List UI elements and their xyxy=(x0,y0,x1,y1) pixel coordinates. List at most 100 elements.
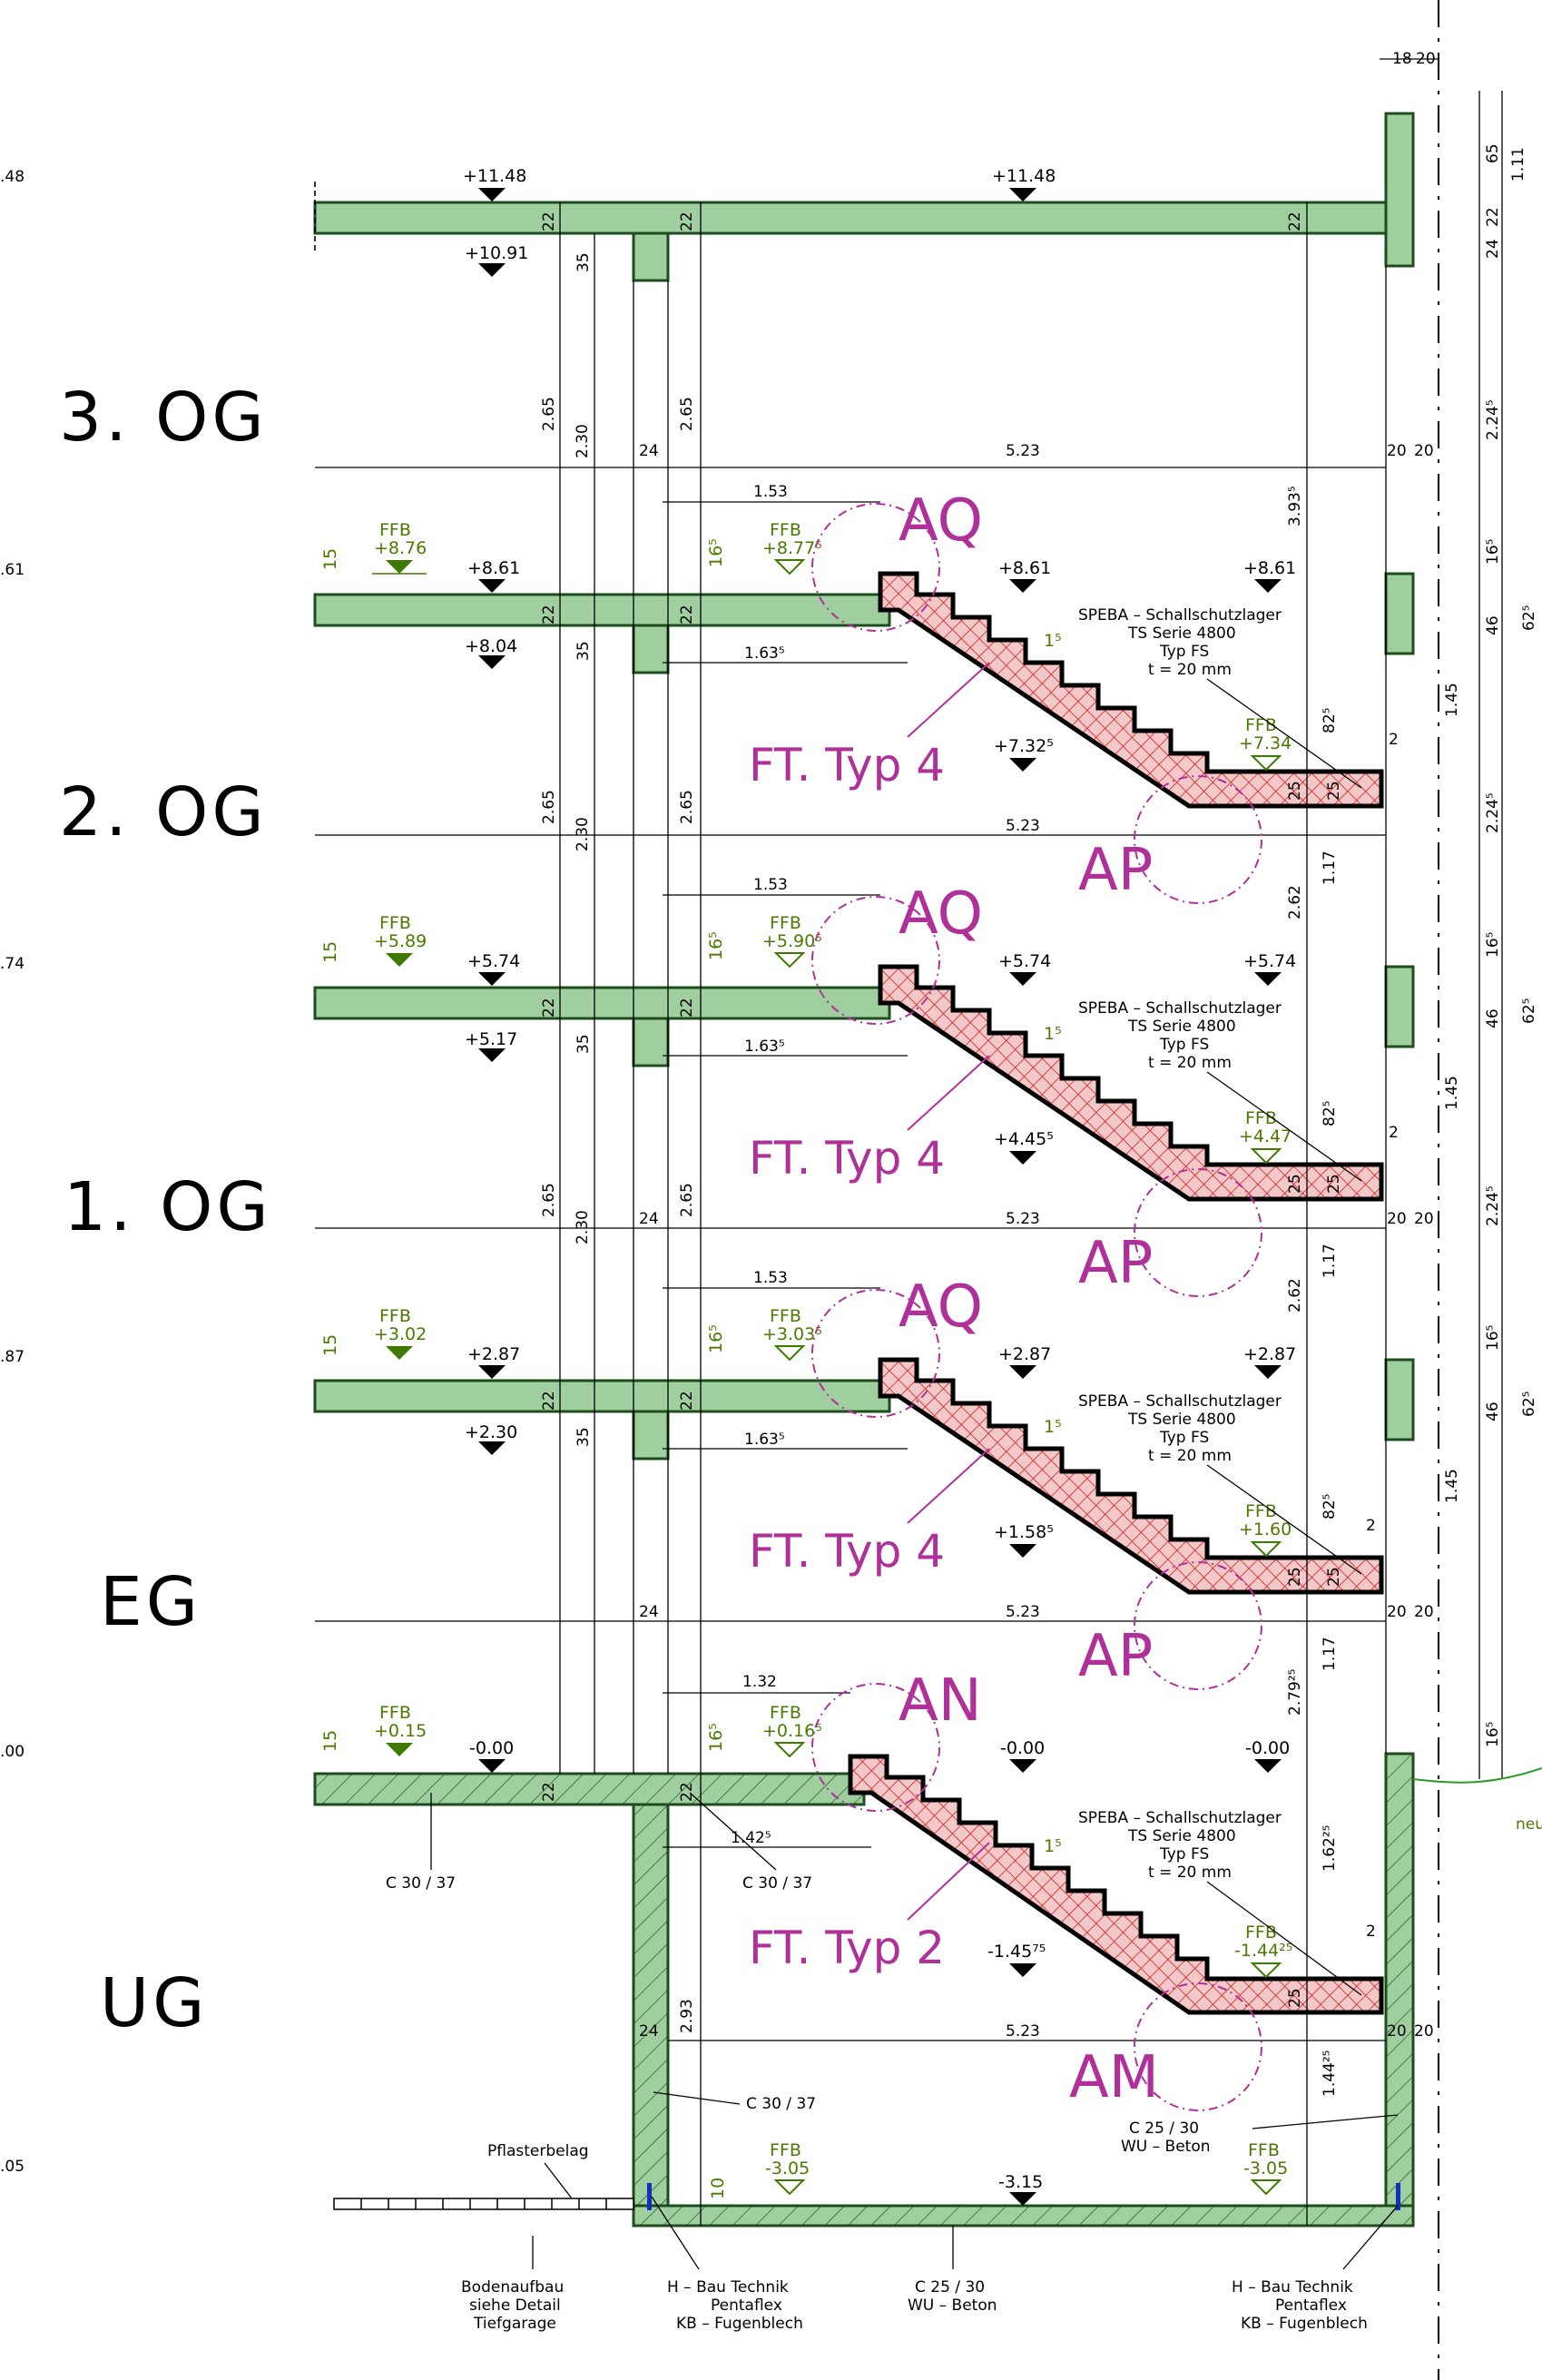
ffb-marker xyxy=(386,1743,413,1756)
roof-slab-dim: 22 xyxy=(1286,211,1304,231)
edge-label: .00 xyxy=(0,1743,25,1761)
right-dim: 1.45 xyxy=(1443,1469,1461,1503)
story-2og: 5.23 5.23 24 20 20 1.53 1.63⁵ 2.65 2.30 … xyxy=(313,397,1538,904)
slab-dim: 22 xyxy=(678,998,696,1018)
joint-note-right: Pentaflex xyxy=(1275,2296,1347,2315)
bearing-note: SPEBA – Schallschutzlager xyxy=(1078,1809,1282,1827)
ffb-marker xyxy=(773,952,806,969)
ffb-left: +8.76 xyxy=(374,538,427,558)
landing-dim: 25 xyxy=(1325,781,1343,801)
floor-screed-dim: 10 xyxy=(708,2178,728,2199)
ffb-label: FFB xyxy=(1245,1923,1277,1942)
level-below: +8.04 xyxy=(465,636,517,656)
roof-parapet xyxy=(1384,112,1415,268)
edge-label: .87 xyxy=(0,1348,25,1366)
floor-label-3og: 3. OG xyxy=(59,379,268,457)
level-a: +8.61 xyxy=(467,558,520,578)
basement-floor xyxy=(632,2204,1415,2228)
type-leader xyxy=(907,1055,990,1131)
col-height: 2.65 xyxy=(678,790,696,824)
ffb-label: FFB xyxy=(379,1306,411,1326)
ffb-marker xyxy=(773,2179,806,2196)
screed-dim: 16⁵ xyxy=(706,1324,726,1353)
screed-dim: 16⁵ xyxy=(706,931,726,960)
detail-code-bot: AP xyxy=(1078,837,1153,904)
bearing-note: Typ FS xyxy=(1159,1429,1209,1447)
bearing-note: t = 20 mm xyxy=(1148,1054,1232,1072)
landing-dim: 25 xyxy=(1286,1567,1304,1587)
bearing-leader xyxy=(1206,1881,1362,1996)
level-marker xyxy=(478,188,506,202)
landing-level: -1.45⁷⁵ xyxy=(987,1942,1046,1962)
screed-dim: 15 xyxy=(320,1334,340,1356)
ffb-basement-left: -3.05 xyxy=(765,2159,810,2178)
detail-code-top: AQ xyxy=(899,1274,983,1341)
detail-code-bot: AM xyxy=(1069,2044,1159,2111)
detail-code-top: AQ xyxy=(899,880,983,948)
bearing-leader xyxy=(1206,1071,1362,1182)
detail-circle xyxy=(811,896,940,1025)
ffb-landing: -1.44²⁵ xyxy=(1234,1941,1292,1961)
ffb-landing: +4.47 xyxy=(1239,1126,1292,1146)
level-marker xyxy=(1009,1365,1036,1379)
vertical-dim: 2.79²⁵ xyxy=(1286,1669,1304,1716)
col-height: 2.65 xyxy=(678,397,696,431)
level-marker xyxy=(1009,579,1036,593)
floor-beam xyxy=(632,1410,670,1460)
gap-dim: 2 xyxy=(1366,1517,1376,1535)
level-c: +8.61 xyxy=(1243,558,1296,578)
ffb-label: FFB xyxy=(379,913,411,933)
detail-code-bot: AP xyxy=(1078,1623,1153,1690)
gap-dim: 2 xyxy=(1366,1923,1376,1941)
stair-flight xyxy=(878,571,1384,809)
level-marker xyxy=(1254,579,1282,593)
level-marker xyxy=(478,655,506,669)
story-height: 2.65 xyxy=(540,1183,558,1217)
detail-code-top: AN xyxy=(899,1667,982,1735)
bearing-note: SPEBA – Schallschutzlager xyxy=(1078,999,1282,1018)
level-c: -0.00 xyxy=(1245,1738,1290,1758)
wu-concrete-label: WU – Beton xyxy=(908,2296,997,2315)
bearing-note: TS Serie 4800 xyxy=(1127,1018,1236,1036)
screed-dim: 15 xyxy=(320,941,340,963)
wall-dim: 20 xyxy=(1387,442,1407,460)
ffb-mid: +3.03⁵ xyxy=(762,1324,822,1344)
floor-slab xyxy=(313,986,891,1020)
right-dim: 1.45 xyxy=(1443,683,1461,717)
bearing-note: TS Serie 4800 xyxy=(1127,1411,1236,1429)
wall-dim: 20 xyxy=(1414,2022,1434,2041)
slab-dim: 22 xyxy=(678,1391,696,1411)
joint-note-left: H – Bau Technik xyxy=(667,2278,789,2296)
level-a: +2.87 xyxy=(467,1344,520,1364)
landing-dim: 25 xyxy=(1286,781,1304,801)
screed-dim: 15 xyxy=(320,1730,340,1752)
vertical-dim: 2.62 xyxy=(1286,885,1304,920)
run-top: 1.32 xyxy=(742,1673,777,1691)
bearing-leader xyxy=(1206,1464,1362,1575)
right-dim: 62⁵ xyxy=(1520,998,1538,1024)
concrete-label: C 30 / 37 xyxy=(746,2095,816,2113)
edge-label: .74 xyxy=(0,955,25,973)
screed-dim: 16⁵ xyxy=(706,1723,726,1752)
floor-label-ug: UG xyxy=(100,1964,209,2042)
level-marker xyxy=(1009,1151,1036,1165)
roof-beam-dim: 35 xyxy=(575,252,593,272)
stair-type: FT. Typ 4 xyxy=(749,1132,945,1185)
top-dim-c: 65 xyxy=(1484,143,1502,163)
bearing-note: t = 20 mm xyxy=(1148,1447,1232,1465)
wall-dim: 20 xyxy=(1387,1603,1407,1621)
roof-slab-dim: 22 xyxy=(540,211,558,231)
ffb-basement-right: -3.05 xyxy=(1243,2159,1288,2178)
ffb-marker xyxy=(1250,2179,1282,2196)
bearing-note: Typ FS xyxy=(1159,1845,1209,1864)
paving-label: Pflasterbelag xyxy=(487,2142,589,2160)
level-marker xyxy=(1009,1759,1036,1773)
landing-dim: 25 xyxy=(1286,1174,1304,1194)
ffb-marker xyxy=(773,1345,806,1362)
story-height: 2.65 xyxy=(540,397,558,431)
level-b: -0.00 xyxy=(1000,1738,1045,1758)
right-wall-block xyxy=(1384,965,1415,1048)
top-dim-b: 20 xyxy=(1416,50,1436,68)
right-dim: 2.24⁵ xyxy=(1484,792,1502,833)
